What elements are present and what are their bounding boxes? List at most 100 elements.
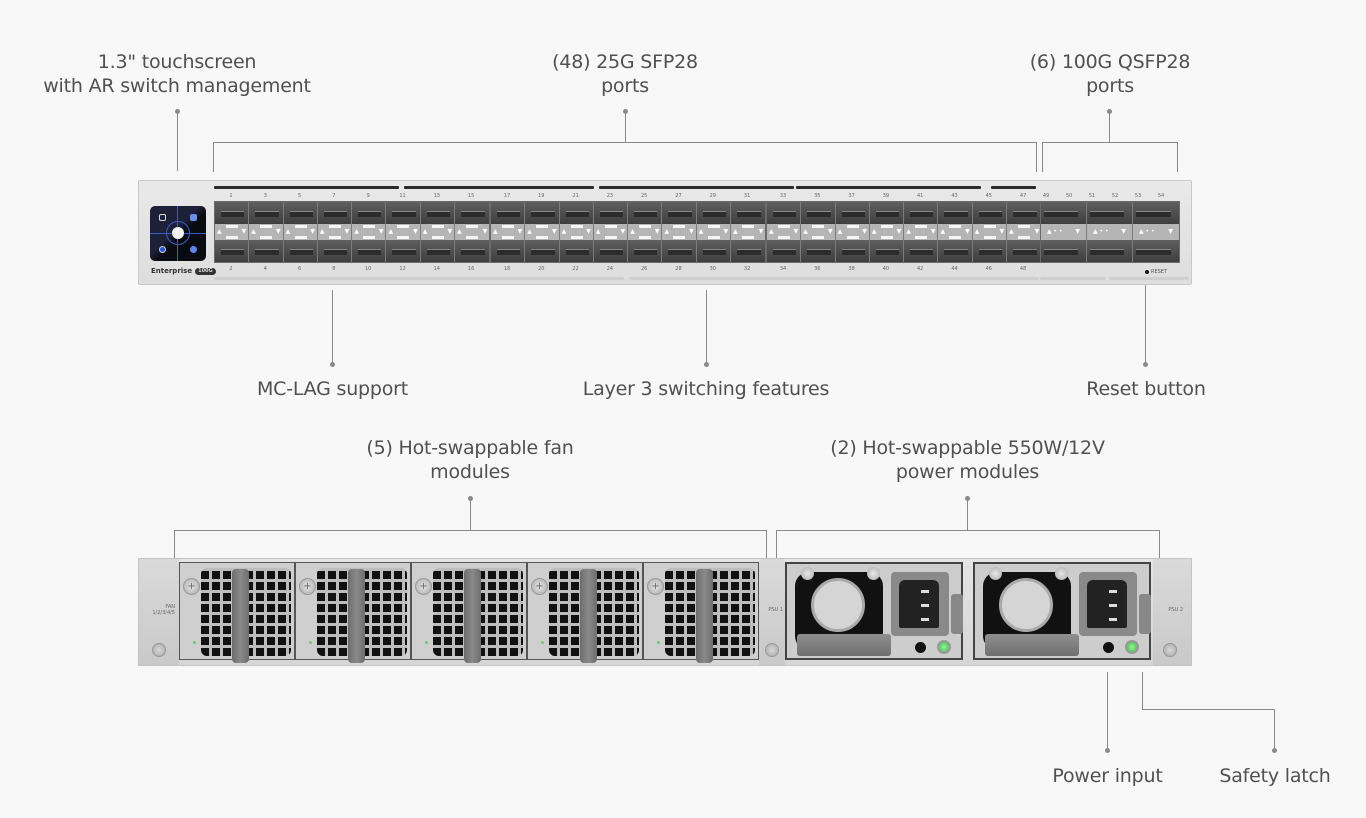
psu-status-led <box>1125 640 1139 654</box>
psu-handle[interactable] <box>797 634 891 656</box>
fan-module[interactable]: + <box>179 562 295 663</box>
touch-center-button[interactable] <box>172 227 184 239</box>
port-number-even: 8 <box>332 266 336 272</box>
fan-module[interactable]: + <box>643 562 759 663</box>
sfp28-port[interactable] <box>731 202 766 224</box>
sfp28-port[interactable] <box>215 240 249 262</box>
sfp28-port-pair: ▲▼ <box>215 202 250 262</box>
sfp28-port[interactable] <box>283 240 317 262</box>
fan-handle[interactable] <box>232 569 249 663</box>
sfp28-port[interactable] <box>386 240 420 262</box>
thumbscrew-icon[interactable] <box>867 567 880 580</box>
sfp28-port[interactable] <box>767 202 801 224</box>
power-input-socket[interactable] <box>891 572 949 636</box>
qsfp28-port-number: 51 <box>1088 193 1096 199</box>
sfp28-port[interactable] <box>420 202 455 224</box>
sfp28-port[interactable] <box>249 202 283 224</box>
sfp28-port[interactable] <box>869 240 904 262</box>
sfp28-port[interactable] <box>904 240 938 262</box>
sfp28-port[interactable] <box>283 202 317 224</box>
sfp28-port[interactable] <box>593 202 628 224</box>
sfp28-port[interactable] <box>869 202 904 224</box>
qsfp28-port[interactable] <box>1041 240 1086 262</box>
sfp28-port[interactable] <box>801 202 835 224</box>
qsfp28-port[interactable] <box>1133 240 1179 262</box>
touchscreen-display[interactable] <box>150 206 206 261</box>
thumbscrew-icon[interactable]: + <box>647 578 664 595</box>
sfp28-port[interactable] <box>352 240 386 262</box>
sfp28-port[interactable] <box>386 202 420 224</box>
qsfp28-port[interactable] <box>1087 240 1132 262</box>
fan-handle[interactable] <box>580 569 597 663</box>
sfp28-port[interactable] <box>835 240 869 262</box>
power-module[interactable] <box>973 562 1151 660</box>
sfp28-port[interactable] <box>696 240 731 262</box>
sfp28-port[interactable] <box>559 240 593 262</box>
power-input-socket[interactable] <box>1079 572 1137 636</box>
sfp28-port[interactable] <box>731 240 766 262</box>
sfp28-port[interactable] <box>938 240 972 262</box>
qsfp28-port[interactable] <box>1087 202 1132 224</box>
fan-module[interactable]: + <box>411 562 527 663</box>
sfp28-port-pair: ▲▼ <box>352 202 387 262</box>
safety-latch[interactable] <box>951 594 963 634</box>
sfp28-port[interactable] <box>1007 240 1042 262</box>
reset-button[interactable]: RESET <box>1145 269 1167 275</box>
sfp28-port[interactable] <box>455 202 490 224</box>
sfp28-port[interactable] <box>662 240 696 262</box>
thumbscrew-icon[interactable]: + <box>531 578 548 595</box>
thumbscrew-icon[interactable]: + <box>415 578 432 595</box>
thumbscrew-icon[interactable]: + <box>299 578 316 595</box>
sfp28-port[interactable] <box>317 240 352 262</box>
led-down-icon: ▼ <box>758 228 764 235</box>
sfp28-port[interactable] <box>317 202 352 224</box>
sfp28-port[interactable] <box>215 202 249 224</box>
sfp28-port[interactable] <box>662 202 696 224</box>
sfp28-port[interactable] <box>455 240 490 262</box>
thumbscrew-icon[interactable]: + <box>183 578 200 595</box>
sfp28-port[interactable] <box>696 202 731 224</box>
connector-pin <box>1109 590 1117 593</box>
sfp28-port[interactable] <box>835 202 869 224</box>
sfp28-port[interactable] <box>938 202 972 224</box>
port-latch <box>639 236 652 239</box>
fan-module[interactable]: + <box>295 562 411 663</box>
sfp28-port[interactable] <box>628 240 662 262</box>
port-latch <box>707 236 720 239</box>
sfp28-port[interactable] <box>972 202 1007 224</box>
port-number-odd: 5 <box>298 193 302 199</box>
sfp28-port[interactable] <box>972 240 1007 262</box>
psu-handle[interactable] <box>985 634 1079 656</box>
qsfp28-port[interactable] <box>1133 202 1179 224</box>
safety-latch[interactable] <box>1139 594 1151 634</box>
fan-handle[interactable] <box>464 569 481 663</box>
sfp28-port[interactable] <box>420 240 455 262</box>
led-up-icon: ▲ <box>422 228 428 235</box>
thumbscrew-icon[interactable] <box>1055 567 1068 580</box>
sfp28-port[interactable] <box>767 240 801 262</box>
sfp28-port[interactable] <box>628 202 662 224</box>
sfp28-port[interactable] <box>1007 202 1042 224</box>
sfp28-port[interactable] <box>249 240 283 262</box>
sfp28-port[interactable] <box>904 202 938 224</box>
sfp28-port[interactable] <box>525 240 559 262</box>
sfp28-port-pair: ▲▼ <box>593 202 629 262</box>
thumbscrew-icon[interactable] <box>801 567 814 580</box>
fan-module[interactable]: + <box>527 562 643 663</box>
qsfp28-port-group: ▲ • •▼▲ • •▼▲ • •▼ <box>1040 201 1180 263</box>
qsfp28-port[interactable] <box>1041 202 1086 224</box>
sfp28-port[interactable] <box>525 202 559 224</box>
thumbscrew-icon[interactable] <box>989 567 1002 580</box>
fan-handle[interactable] <box>348 569 365 663</box>
sfp28-port[interactable] <box>352 202 386 224</box>
port-latch <box>846 225 859 228</box>
fan-handle[interactable] <box>696 569 713 663</box>
sfp28-port[interactable] <box>593 240 628 262</box>
sfp28-port[interactable] <box>491 240 525 262</box>
power-module[interactable] <box>785 562 963 660</box>
sfp28-port[interactable] <box>559 202 593 224</box>
c14-connector-icon <box>899 580 939 628</box>
sfp28-port[interactable] <box>491 202 525 224</box>
sfp28-leader <box>625 111 626 143</box>
sfp28-port[interactable] <box>801 240 835 262</box>
